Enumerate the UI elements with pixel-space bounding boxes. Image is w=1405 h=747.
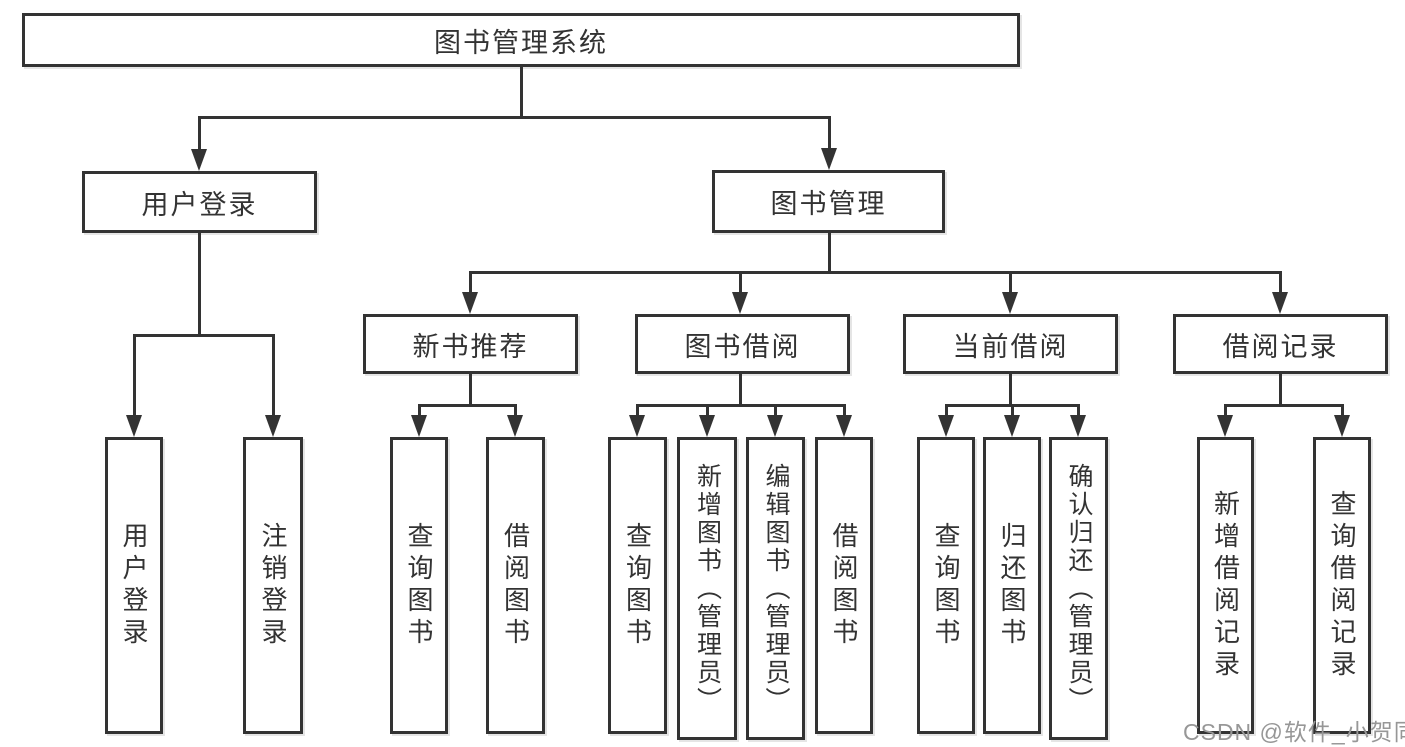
node-new-book-recommend-label: 新书推荐 <box>412 331 529 362</box>
edge-current-borrow-trunk <box>1009 374 1012 406</box>
arrow-to-leaf-query-books-recommend <box>411 415 427 437</box>
arrow-to-book-management <box>821 148 837 170</box>
edge-to-leaf-borrow-books-recommend <box>514 404 517 418</box>
leaf-user-login-label: 用户登录 <box>119 521 149 650</box>
arrow-to-leaf-query-books-current <box>938 415 954 437</box>
edge-new-book-trunk <box>469 374 472 406</box>
edge-user-login-trunk <box>198 233 201 337</box>
node-root: 图书管理系统 <box>22 13 1020 67</box>
leaf-query-books-current: 查询图书 <box>917 437 975 734</box>
arrow-to-leaf-borrow-books <box>836 415 852 437</box>
leaf-return-book-label: 归还图书 <box>997 521 1027 650</box>
arrow-to-leaf-add-book-admin <box>699 415 715 437</box>
leaf-query-books-recommend: 查询图书 <box>390 437 448 734</box>
leaf-confirm-return-admin-label: 确认归还（管理员） <box>1065 462 1093 715</box>
arrow-to-leaf-edit-book-admin <box>767 415 783 437</box>
leaf-query-borrow-record-label: 查询借阅记录 <box>1327 489 1357 682</box>
leaf-add-book-admin-label: 新增图书（管理员） <box>693 462 722 715</box>
edge-to-book-borrow <box>739 271 742 295</box>
leaf-query-books-current-label: 查询图书 <box>931 521 961 650</box>
leaf-return-book: 归还图书 <box>983 437 1041 734</box>
arrow-to-leaf-query-books-borrow <box>629 415 645 437</box>
leaf-add-borrow-record: 新增借阅记录 <box>1197 437 1254 734</box>
edge-to-leaf-add-book-admin <box>706 404 709 418</box>
leaf-borrow-books-recommend: 借阅图书 <box>486 437 545 734</box>
node-current-borrow-label: 当前借阅 <box>952 331 1069 362</box>
node-current-borrow: 当前借阅 <box>903 314 1118 374</box>
edge-to-leaf-query-books-borrow <box>636 404 639 418</box>
leaf-confirm-return-admin: 确认归还（管理员） <box>1049 437 1108 740</box>
edge-to-leaf-confirm-return <box>1077 404 1080 418</box>
edge-borrow-records-trunk <box>1279 374 1282 406</box>
leaf-logout-label: 注销登录 <box>258 521 288 650</box>
edge-to-leaf-return-book <box>1011 404 1014 418</box>
leaf-query-books-recommend-label: 查询图书 <box>404 521 434 650</box>
edge-book-borrow-rail <box>636 404 846 407</box>
leaf-borrow-books-recommend-label: 借阅图书 <box>500 521 531 650</box>
edge-to-leaf-logout <box>272 334 275 417</box>
edge-root-trunk <box>520 67 523 117</box>
node-book-management: 图书管理 <box>712 170 945 233</box>
edge-borrow-records-rail <box>1224 404 1344 407</box>
edge-to-borrow-records <box>1279 271 1282 295</box>
edge-to-leaf-borrow-books <box>843 404 846 418</box>
leaf-edit-book-admin-label: 编辑图书（管理员） <box>762 462 790 715</box>
leaf-query-books-borrow: 查询图书 <box>608 437 667 734</box>
arrow-to-new-book-recommend <box>462 292 478 314</box>
arrow-to-leaf-borrow-books-recommend <box>507 415 523 437</box>
edge-to-leaf-edit-book-admin <box>774 404 777 418</box>
arrow-to-user-login <box>191 149 207 171</box>
leaf-logout: 注销登录 <box>243 437 303 734</box>
edge-to-leaf-query-borrow-record <box>1341 404 1344 418</box>
leaf-borrow-books: 借阅图书 <box>815 437 873 734</box>
edge-to-leaf-query-books-recommend <box>418 404 421 418</box>
node-user-login-label: 用户登录 <box>141 189 258 220</box>
edge-to-leaf-add-borrow-record <box>1224 404 1227 418</box>
csdn-watermark: CSDN @软件_小贺同学 <box>1183 719 1405 745</box>
edge-to-user-login <box>198 116 201 151</box>
arrow-to-leaf-query-borrow-record <box>1334 415 1350 437</box>
leaf-add-book-admin: 新增图书（管理员） <box>677 437 737 740</box>
node-book-management-label: 图书管理 <box>770 189 887 219</box>
edge-book-management-rail <box>469 271 1282 274</box>
node-borrow-records-label: 借阅记录 <box>1222 331 1339 362</box>
node-user-login: 用户登录 <box>82 171 317 233</box>
leaf-query-books-borrow-label: 查询图书 <box>622 521 653 650</box>
edge-new-book-rail <box>418 404 517 407</box>
arrow-to-leaf-return-book <box>1004 415 1020 437</box>
arrow-to-leaf-confirm-return <box>1070 415 1086 437</box>
edge-book-borrow-trunk <box>739 374 742 406</box>
edge-user-login-rail <box>133 334 275 337</box>
leaf-query-borrow-record: 查询借阅记录 <box>1313 437 1371 734</box>
edge-to-leaf-query-books-current <box>945 404 948 418</box>
arrow-to-borrow-records <box>1272 292 1288 314</box>
edge-root-rail <box>198 116 831 119</box>
edge-to-current-borrow <box>1009 271 1012 295</box>
arrow-to-current-borrow <box>1002 292 1018 314</box>
arrow-to-leaf-logout <box>265 415 281 437</box>
leaf-borrow-books-label: 借阅图书 <box>829 521 859 650</box>
edge-book-management-trunk <box>828 233 831 273</box>
node-root-label: 图书管理系统 <box>434 27 608 58</box>
arrow-to-book-borrow <box>732 292 748 314</box>
node-book-borrow: 图书借阅 <box>635 314 850 374</box>
edge-to-book-management <box>828 116 831 150</box>
edge-to-leaf-user-login <box>133 334 136 417</box>
leaf-edit-book-admin: 编辑图书（管理员） <box>746 437 805 740</box>
edge-to-new-book-recommend <box>469 271 472 295</box>
leaf-add-borrow-record-label: 新增借阅记录 <box>1210 489 1241 682</box>
arrow-to-leaf-add-borrow-record <box>1217 415 1233 437</box>
node-borrow-records: 借阅记录 <box>1173 314 1388 374</box>
node-book-borrow-label: 图书借阅 <box>684 331 801 362</box>
node-new-book-recommend: 新书推荐 <box>363 314 578 374</box>
leaf-user-login: 用户登录 <box>105 437 163 734</box>
arrow-to-leaf-user-login <box>126 415 142 437</box>
